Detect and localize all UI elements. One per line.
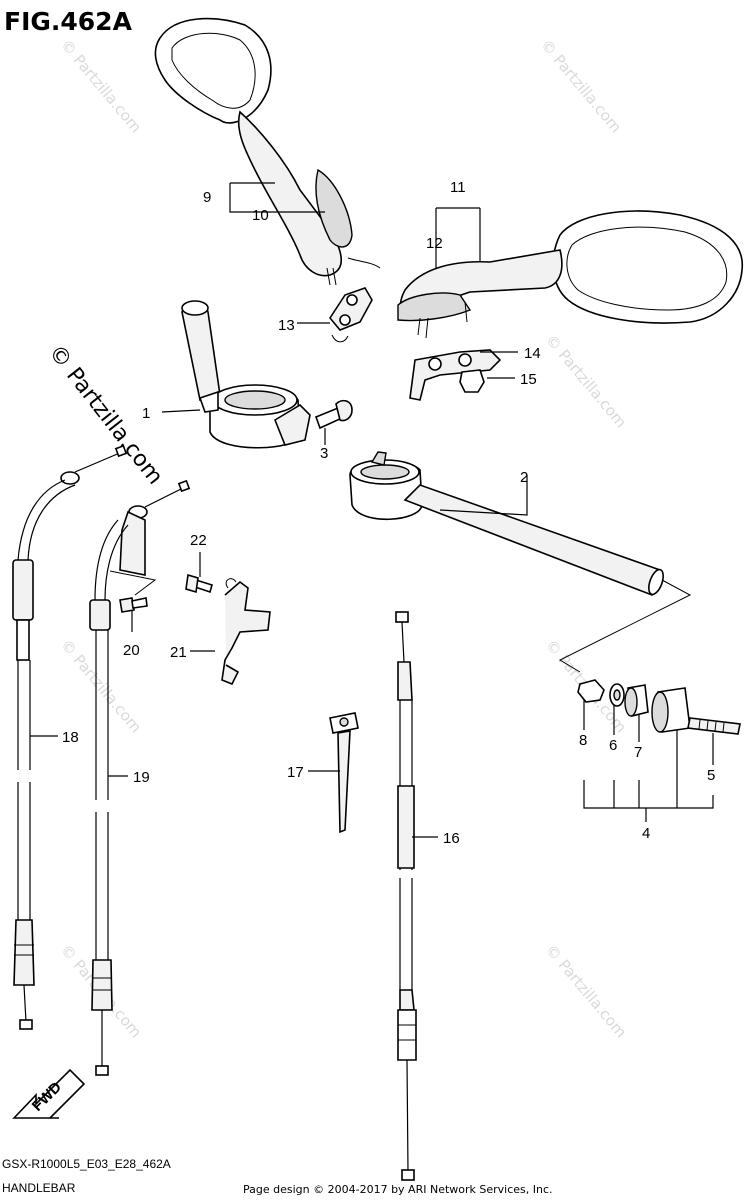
callout-7: 7: [634, 744, 642, 761]
part-21-cable-guide: [221, 578, 271, 686]
callout-12: 12: [426, 235, 443, 252]
page-credit: Page design © 2004-2017 by ARI Network S…: [243, 1183, 553, 1196]
callout-1: 1: [142, 405, 150, 422]
callout-3: 3: [320, 445, 328, 462]
callout-18: 18: [62, 729, 79, 746]
callout-15: 15: [520, 371, 537, 388]
callout-8: 8: [579, 732, 587, 749]
model-code: GSX-R1000L5_E03_E28_462A: [2, 1157, 171, 1171]
part-16-clutch-cable: [395, 611, 417, 1181]
part-4-weight: [651, 687, 691, 733]
part-5-screw: [687, 717, 741, 735]
part-14-bracket: [409, 349, 502, 401]
callout-19: 19: [133, 769, 150, 786]
part-22-bolt: [185, 573, 213, 594]
callout-6: 6: [609, 737, 617, 754]
fwd-arrow-icon: FWD: [12, 1068, 86, 1119]
callout-16: 16: [443, 830, 460, 847]
watermark-tile: © Partzilla.com: [542, 331, 630, 431]
callout-11: 11: [450, 179, 466, 196]
part-1-left-handlebar: [181, 300, 311, 449]
assembly-connector-lines: [109, 570, 692, 673]
callout-13: 13: [278, 317, 295, 334]
leader-lines: [30, 182, 714, 838]
watermark-tile: © Partzilla.com: [57, 36, 145, 136]
section-name: HANDLEBAR: [2, 1181, 76, 1195]
callout-9: 9: [203, 189, 211, 206]
part-18-throttle-cable: [12, 444, 128, 1030]
part-15-nut: [459, 369, 485, 393]
part-8-nut: [577, 679, 605, 703]
callout-21: 21: [170, 644, 187, 661]
part-2-right-handlebar: [349, 451, 664, 597]
callout-22: 22: [190, 532, 207, 549]
callout-2: 2: [520, 469, 528, 486]
part-20-bolt: [119, 597, 148, 613]
left-mirror: [154, 17, 381, 286]
watermark-tile: © Partzilla.com: [537, 36, 625, 136]
callout-10: 10: [252, 207, 269, 224]
callout-5: 5: [707, 767, 715, 784]
callout-17: 17: [287, 764, 304, 781]
callout-14: 14: [524, 345, 541, 362]
watermark-tile: © Partzilla.com: [542, 941, 630, 1041]
part-17-cable-tie: [329, 712, 359, 834]
part-19-throttle-cable: [89, 479, 191, 1076]
part-13-bracket: [329, 287, 373, 343]
part-6-washer: [609, 683, 625, 707]
callout-20: 20: [123, 642, 140, 659]
figure-title: FIG.462A: [4, 7, 133, 36]
part-7-spacer: [624, 684, 649, 717]
callout-numbers: 1 2 3 4 5 6 7 8 9 10 11 12 13 14 15 16 1…: [62, 179, 715, 847]
right-mirror: [397, 210, 744, 339]
part-3-bolt: [314, 399, 353, 430]
callout-4: 4: [642, 825, 650, 842]
